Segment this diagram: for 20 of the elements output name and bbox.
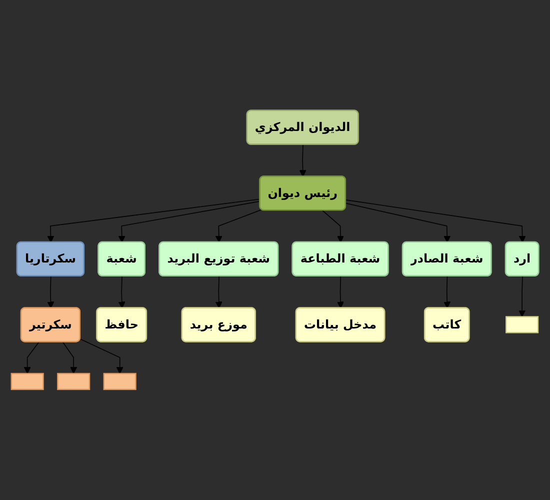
arrow — [345, 202, 451, 243]
arrow — [215, 209, 262, 243]
arrow — [444, 276, 451, 309]
arrow — [322, 210, 344, 243]
arrow — [118, 200, 261, 243]
arrow — [215, 276, 222, 309]
arrow — [47, 276, 54, 309]
arrow — [47, 198, 261, 243]
arrow — [337, 276, 344, 309]
node-box — [57, 372, 90, 390]
arrow — [299, 144, 306, 177]
arrow — [518, 276, 526, 318]
arrow — [118, 276, 126, 309]
node-box — [506, 316, 539, 334]
arrow — [345, 200, 526, 243]
node-box — [103, 372, 136, 390]
node-box — [10, 372, 44, 390]
arrow — [80, 338, 124, 374]
arrow — [62, 342, 78, 374]
arrow — [24, 342, 40, 374]
